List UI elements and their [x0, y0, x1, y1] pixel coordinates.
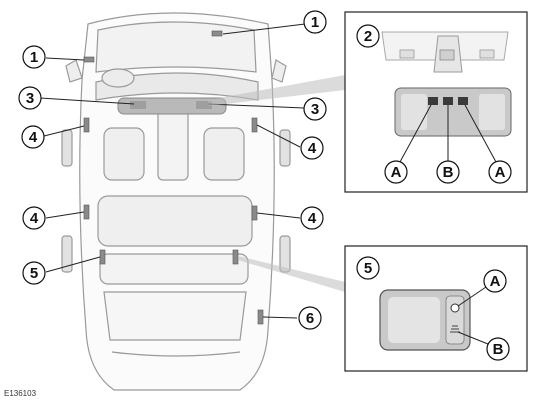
callout-1-right: 1: [303, 10, 327, 34]
lamp-marker-4-rear-left: [83, 204, 90, 220]
detail-panel-overhead-console: 2 A B A: [344, 11, 528, 193]
label-a: A: [483, 269, 507, 293]
lamp-marker-5-right: [232, 249, 239, 265]
svg-text:1: 1: [311, 14, 319, 31]
callout-4-rear-left: 4: [22, 206, 46, 230]
panel-number-2: 2: [356, 24, 380, 48]
lamp-marker-4-front-right: [251, 117, 258, 133]
callout-5: 5: [22, 261, 46, 285]
overhead-lamp-button-b: [443, 97, 453, 105]
cargo-lamp-switch-a: [450, 303, 460, 313]
svg-text:6: 6: [306, 310, 314, 327]
svg-text:3: 3: [311, 101, 319, 118]
svg-text:2: 2: [364, 28, 372, 45]
svg-text:4: 4: [30, 210, 39, 227]
callouts: 1 1 3 3 4 4 4 4: [18, 10, 327, 330]
lamp-marker-4-front-left: [83, 117, 90, 133]
figure-reference: E136103: [4, 389, 37, 398]
label-a-right: A: [488, 160, 512, 184]
lamp-marker-4-rear-right: [251, 205, 258, 221]
svg-text:5: 5: [364, 260, 372, 277]
svg-text:4: 4: [308, 210, 317, 227]
lamp-marker-1-right: [211, 30, 223, 37]
callout-4-rear-right: 4: [300, 206, 324, 230]
svg-text:A: A: [495, 164, 506, 181]
lamp-marker-6: [257, 309, 264, 325]
label-b: B: [436, 160, 460, 184]
svg-text:4: 4: [308, 140, 317, 157]
svg-text:5: 5: [30, 265, 38, 282]
leader-lines: [39, 23, 306, 319]
overhead-lamp-button-a-right: [458, 97, 468, 105]
svg-text:3: 3: [26, 90, 34, 107]
lamp-markers: [83, 30, 264, 325]
projection-wedge-bottom: [238, 256, 345, 292]
svg-text:B: B: [493, 341, 504, 358]
callout-4-front-left: 4: [21, 125, 45, 149]
callout-3-right: 3: [303, 97, 327, 121]
label-a-left: A: [384, 160, 408, 184]
svg-text:A: A: [391, 164, 402, 181]
svg-text:4: 4: [29, 129, 38, 146]
lamp-marker-5-left: [99, 249, 106, 265]
vehicle-outline: [61, 12, 291, 391]
callout-1-left: 1: [22, 45, 46, 69]
detail-panel-cargo-lamp: 5 A B: [344, 245, 528, 372]
lamp-marker-1-left: [83, 56, 95, 63]
callout-4-front-right: 4: [300, 136, 324, 160]
overhead-lamp-button-a-left: [428, 97, 438, 105]
overhead-console: [117, 97, 227, 115]
svg-text:A: A: [490, 273, 501, 290]
panel-number-5: 5: [356, 256, 380, 280]
projection-wedge-top: [208, 75, 345, 106]
label-b: B: [486, 337, 510, 361]
svg-text:1: 1: [30, 49, 38, 66]
svg-text:B: B: [443, 164, 454, 181]
callout-3-left: 3: [18, 86, 42, 110]
callout-6: 6: [298, 306, 322, 330]
